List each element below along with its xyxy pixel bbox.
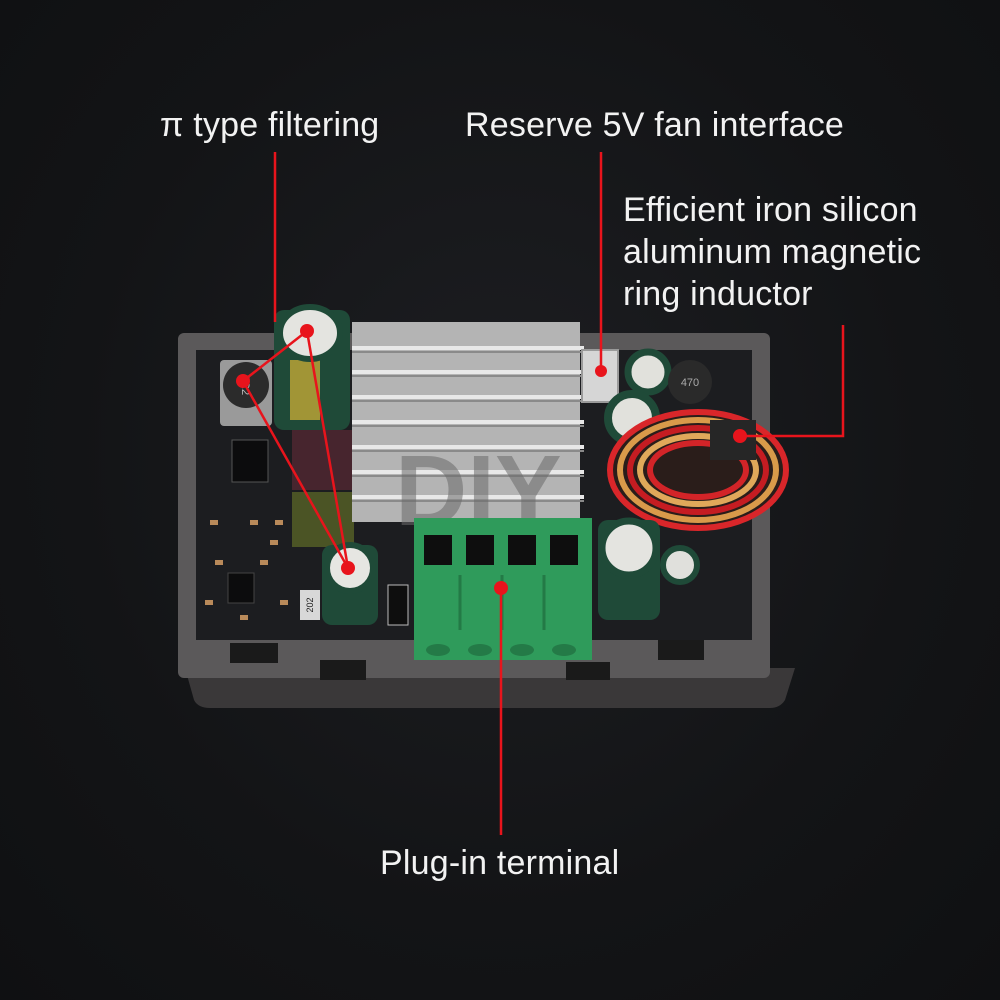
- callout-label-inductor-line: aluminum magnetic: [623, 233, 922, 271]
- enclosure-slot: [566, 662, 610, 680]
- pcb-highlight: [292, 492, 354, 547]
- callout-label-inductor-line: Efficient iron silicon: [623, 191, 918, 229]
- callout-line-pi-filter-c: [305, 330, 350, 569]
- callout-line-pi-filter-b: [241, 380, 350, 569]
- callout-label-terminal: Plug-in terminal: [380, 844, 620, 882]
- callout-label-fan: Reserve 5V fan interface: [465, 106, 844, 144]
- callout-dot-pi-filter: [341, 561, 355, 575]
- capacitor-top: [660, 545, 700, 585]
- diode: [387, 584, 409, 626]
- callout-dot-inductor: [733, 429, 747, 443]
- power-inductor-marking: 470: [681, 377, 699, 389]
- terminal-screws: [426, 644, 576, 656]
- enclosure-slot: [320, 660, 366, 680]
- callout-lines: [241, 152, 845, 835]
- callout-label-pi-filter: π type filtering: [160, 106, 380, 144]
- callout-line-pi-filter-a: [242, 330, 308, 382]
- callout-label-inductor: Efficient iron silicon aluminum magnetic…: [623, 189, 983, 315]
- toroid-center: [710, 420, 756, 460]
- smd-components: [205, 520, 288, 620]
- heatsink-fins: [352, 346, 584, 499]
- toroid-windings: [607, 409, 789, 531]
- callout-dots: [236, 324, 747, 595]
- power-inductor: [668, 360, 712, 404]
- capacitor-top: [598, 517, 660, 579]
- callout-dot-fan: [595, 365, 607, 377]
- enclosure-slot: [658, 640, 704, 660]
- ic-chip: [227, 572, 255, 604]
- callout-dot-pi-filter: [236, 374, 250, 388]
- enclosure-slot: [230, 643, 278, 663]
- resistor-marking: 202: [305, 597, 315, 612]
- callout-label-inductor-line: ring inductor: [623, 275, 813, 313]
- pcb-highlight: [292, 430, 354, 490]
- terminal-slots: [424, 535, 578, 565]
- heatsink-fin-shadows: [352, 351, 584, 502]
- capacitor-top: [624, 348, 672, 396]
- callout-line-inductor: [740, 325, 845, 438]
- ic-chip: [231, 439, 269, 483]
- callout-dot-terminal: [494, 581, 508, 595]
- capacitor-sleeve: [290, 360, 320, 420]
- callout-dot-pi-filter: [300, 324, 314, 338]
- smd-resistor: [300, 590, 320, 620]
